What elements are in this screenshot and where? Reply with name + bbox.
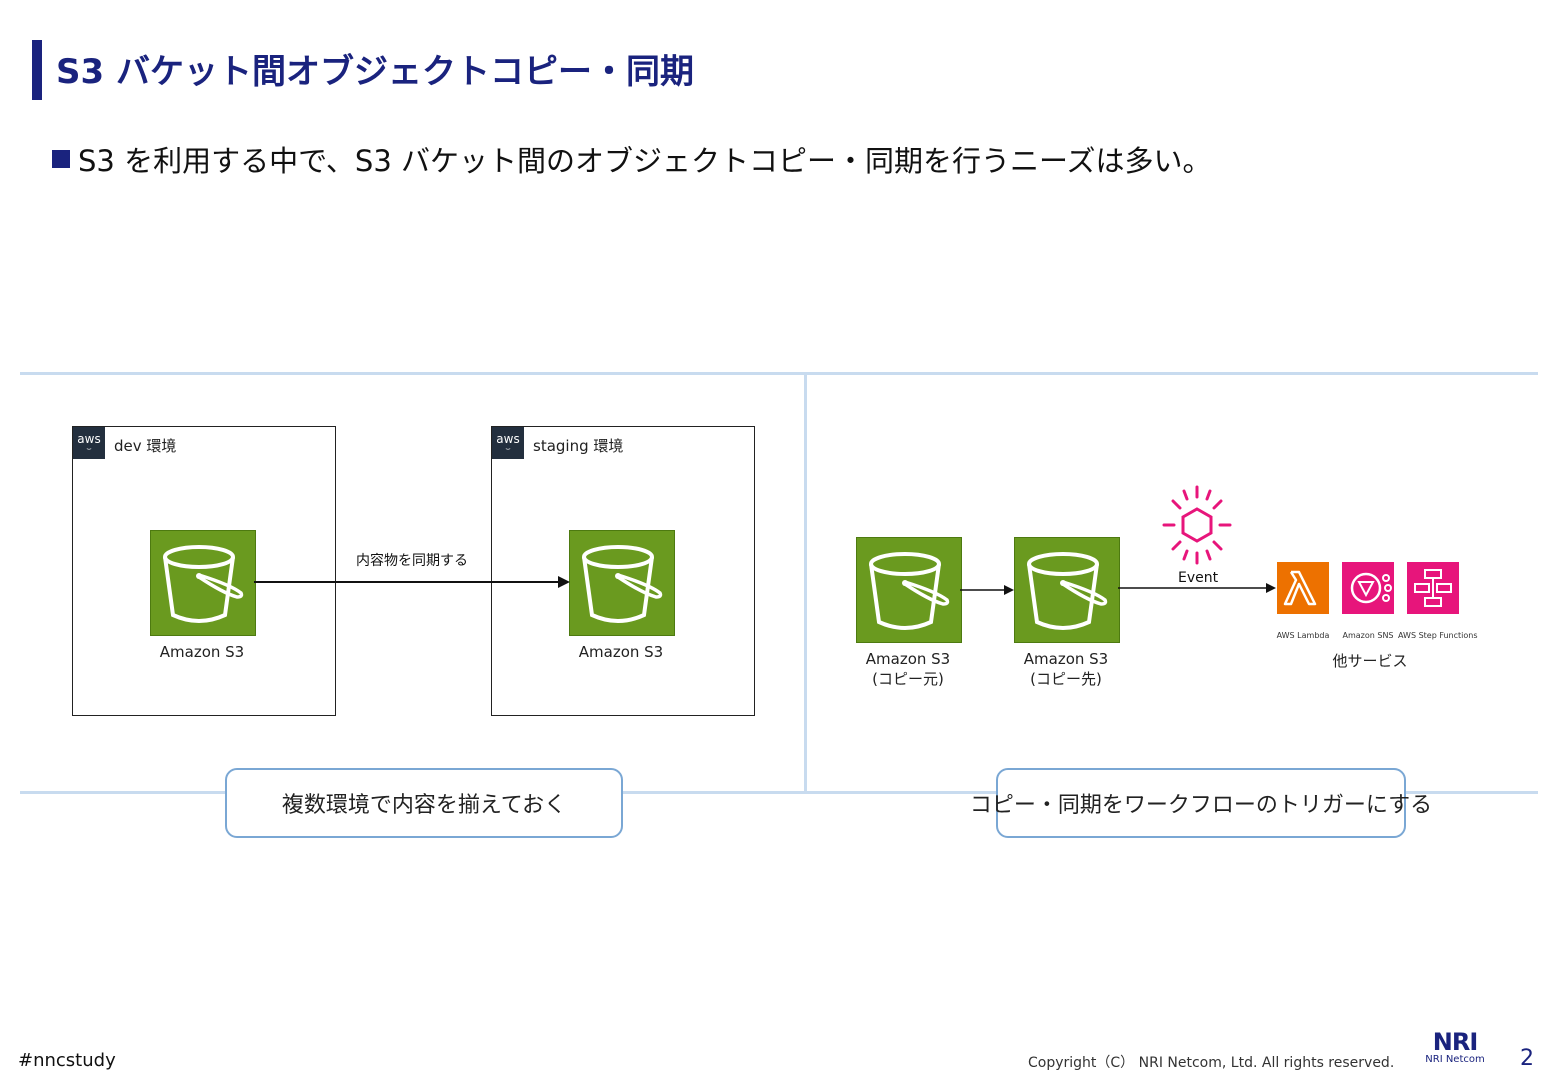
env-label-staging: staging 環境 [533, 437, 624, 455]
callout-left: 複数環境で内容を揃えておく [225, 768, 623, 838]
bullet-square-icon [52, 150, 70, 168]
s3-source-bucket-icon [856, 537, 962, 643]
service-label-lambda: AWS Lambda [1276, 631, 1330, 640]
aws-logo-icon: aws ⌣ [492, 427, 524, 459]
footer-copyright: Copyright（C） NRI Netcom, Ltd. All rights… [1028, 1055, 1395, 1071]
sync-label: 内容物を同期する [356, 553, 468, 569]
footer-hashtag: #nncstudy [18, 1050, 116, 1071]
sns-icon [1342, 562, 1394, 614]
copy-arrow [960, 585, 1014, 595]
lambda-icon [1277, 562, 1329, 614]
aws-logo-text: aws [77, 432, 101, 446]
dest-label-line1: Amazon S3 [1023, 650, 1109, 668]
event-arrow [1118, 583, 1276, 593]
source-label-line1: Amazon S3 [865, 650, 951, 668]
other-services-label: 他サービス [1332, 652, 1408, 670]
aws-logo-icon: aws ⌣ [73, 427, 105, 459]
env-label-dev: dev 環境 [114, 437, 177, 455]
s3-label-staging: Amazon S3 [578, 643, 664, 661]
callout-right: コピー・同期をワークフローのトリガーにする [970, 768, 1432, 838]
s3-bucket-icon [569, 530, 675, 636]
step-functions-icon [1407, 562, 1459, 614]
divider-bottom [20, 791, 1538, 794]
nri-logo-text: NRI Netcom [1425, 1054, 1485, 1065]
page-number: 2 [1520, 1046, 1534, 1071]
s3-bucket-icon [150, 530, 256, 636]
dest-label-line2: (コピー先) [1030, 670, 1102, 688]
s3-label-dev: Amazon S3 [159, 643, 245, 661]
nri-logo: NRI NRI Netcom [1422, 1030, 1488, 1065]
aws-logo-text: aws [496, 432, 520, 446]
nri-logo-mark: NRI [1432, 1028, 1479, 1056]
title-accent-bar [32, 40, 42, 100]
source-label-line2: (コピー元) [872, 670, 944, 688]
event-label: Event [1178, 570, 1219, 586]
service-label-sns: Amazon SNS [1342, 631, 1394, 640]
service-label-stepfunctions: AWS Step Functions [1398, 631, 1478, 640]
sync-arrow [254, 576, 570, 588]
divider-center [804, 372, 807, 792]
s3-destination-bucket-icon [1014, 537, 1120, 643]
divider-top [20, 372, 1538, 375]
page-title: S3 バケット間オブジェクトコピー・同期 [56, 52, 694, 92]
bullet-text: S3 を利用する中で、S3 バケット間のオブジェクトコピー・同期を行うニーズは多… [78, 144, 1212, 178]
event-icon [1162, 485, 1232, 565]
